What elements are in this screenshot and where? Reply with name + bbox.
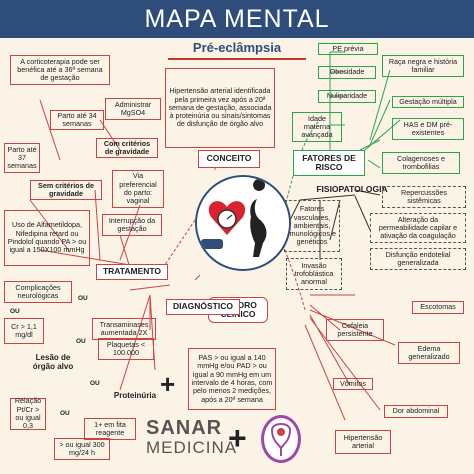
conceito-text: Hipertensão arterial identificada pela p… xyxy=(165,68,275,148)
clinical-item: Escotomas xyxy=(412,301,464,314)
diagnostic-pas: PAS > ou igual a 140 mmHg e/ou PAD > ou … xyxy=(188,348,276,410)
proteinuria-item: > ou igual 300 mg/24 h xyxy=(54,438,110,460)
risk-item: Idade materna avançada xyxy=(292,112,342,142)
risk-item: Nuliparidade xyxy=(318,90,376,103)
lesion-item: Plaquetas < 100.000 xyxy=(98,338,154,360)
subtitle-underline xyxy=(168,58,306,60)
page-title: MAPA MENTAL xyxy=(144,4,330,33)
or-connector: OU xyxy=(90,380,100,387)
clinical-item: Vômitos xyxy=(333,378,373,390)
uterus-icon xyxy=(270,423,292,456)
lesion-item: Transaminases aumentada 2X xyxy=(92,318,156,340)
treatment-criteria: Com critérios de gravidade xyxy=(96,138,158,158)
fisio-item: Disfunção endotelial generalizada xyxy=(370,248,466,270)
treatment-item: Parto até 34 semanas xyxy=(50,110,104,130)
sanar-logo-text: SANAR MEDICINA xyxy=(146,418,237,458)
clinical-item: Cefaleia persistente xyxy=(326,319,384,341)
diagnostico-label: DIAGNÓSTICO xyxy=(166,299,240,315)
fisio-item: Repercussões sistêmicas xyxy=(382,186,466,208)
lesion-label: Lesão de órgão alvo xyxy=(32,353,74,371)
risk-item: PE prévia xyxy=(318,43,378,55)
clinical-item: Dor abdominal xyxy=(384,405,448,418)
or-connector: OU xyxy=(76,338,86,345)
risk-item: Raça negra e história familiar xyxy=(382,55,464,77)
plus-sign: + xyxy=(228,420,247,456)
risk-item: Obesidade xyxy=(318,66,376,79)
treatment-item: Administrar MgSO4 xyxy=(105,98,161,120)
fisio-item: Invasão trofoblástica anormal xyxy=(286,258,342,290)
risk-item: Gestação múltipla xyxy=(392,96,464,108)
clinical-item: Hipertensão arterial xyxy=(335,430,391,454)
uterus-badge-icon xyxy=(261,415,301,463)
plus-sign: + xyxy=(160,369,176,399)
conceito-label: CONCEITO xyxy=(198,150,260,168)
proteinuria-item: 1+ em fita reagente xyxy=(84,418,136,440)
treatment-item: Uso de Alfametildopa, Nifedipina retard … xyxy=(4,210,90,266)
or-connector: OU xyxy=(60,410,70,417)
clinical-item: Edema generalizado xyxy=(398,342,460,364)
treatment-item: Parto até 37 semanas xyxy=(4,143,40,173)
proteinuria-item: Relação Pt/Cr > ou igual 0,3 xyxy=(10,397,46,430)
risk-item: HAS e DM pré-existentes xyxy=(392,118,464,140)
or-connector: OU xyxy=(10,308,20,315)
fisio-item: Fatores vasculares, ambientais, imunológ… xyxy=(284,200,340,252)
subtitle: Pré-eclâmpsia xyxy=(192,40,282,55)
proteinuria-label: Proteinúria xyxy=(113,390,157,400)
treatment-item: A corticoterapia pode ser benéfica até a… xyxy=(10,55,110,85)
treatment-criteria: Sem critérios de gravidade xyxy=(30,180,102,200)
fisio-item: Alteração da permeabilidade capilar e at… xyxy=(370,213,466,243)
logo-line1: SANAR xyxy=(146,417,223,439)
lesion-item: Cr > 1,1 mg/dl xyxy=(4,318,44,344)
title-banner: MAPA MENTAL xyxy=(0,0,474,38)
lesion-item: Complicações neurológicas xyxy=(4,281,72,303)
logo-line2: MEDICINA xyxy=(146,438,238,457)
risk-item: Colagenoses e trombofilias xyxy=(382,152,460,174)
central-illustration xyxy=(195,175,291,271)
treatment-item: Interrupção da gestação xyxy=(102,214,162,236)
treatment-item: Via preferencial do parto: vaginal xyxy=(112,170,164,208)
fisiopatologia-label: FISIOPATOLOGIA xyxy=(316,184,388,195)
or-connector: OU xyxy=(78,295,88,302)
pregnancy-heart-icon xyxy=(197,177,289,269)
tratamento-label: TRATAMENTO xyxy=(96,264,168,280)
fatores-risco-label: FATORES DE RISCO xyxy=(293,150,365,176)
